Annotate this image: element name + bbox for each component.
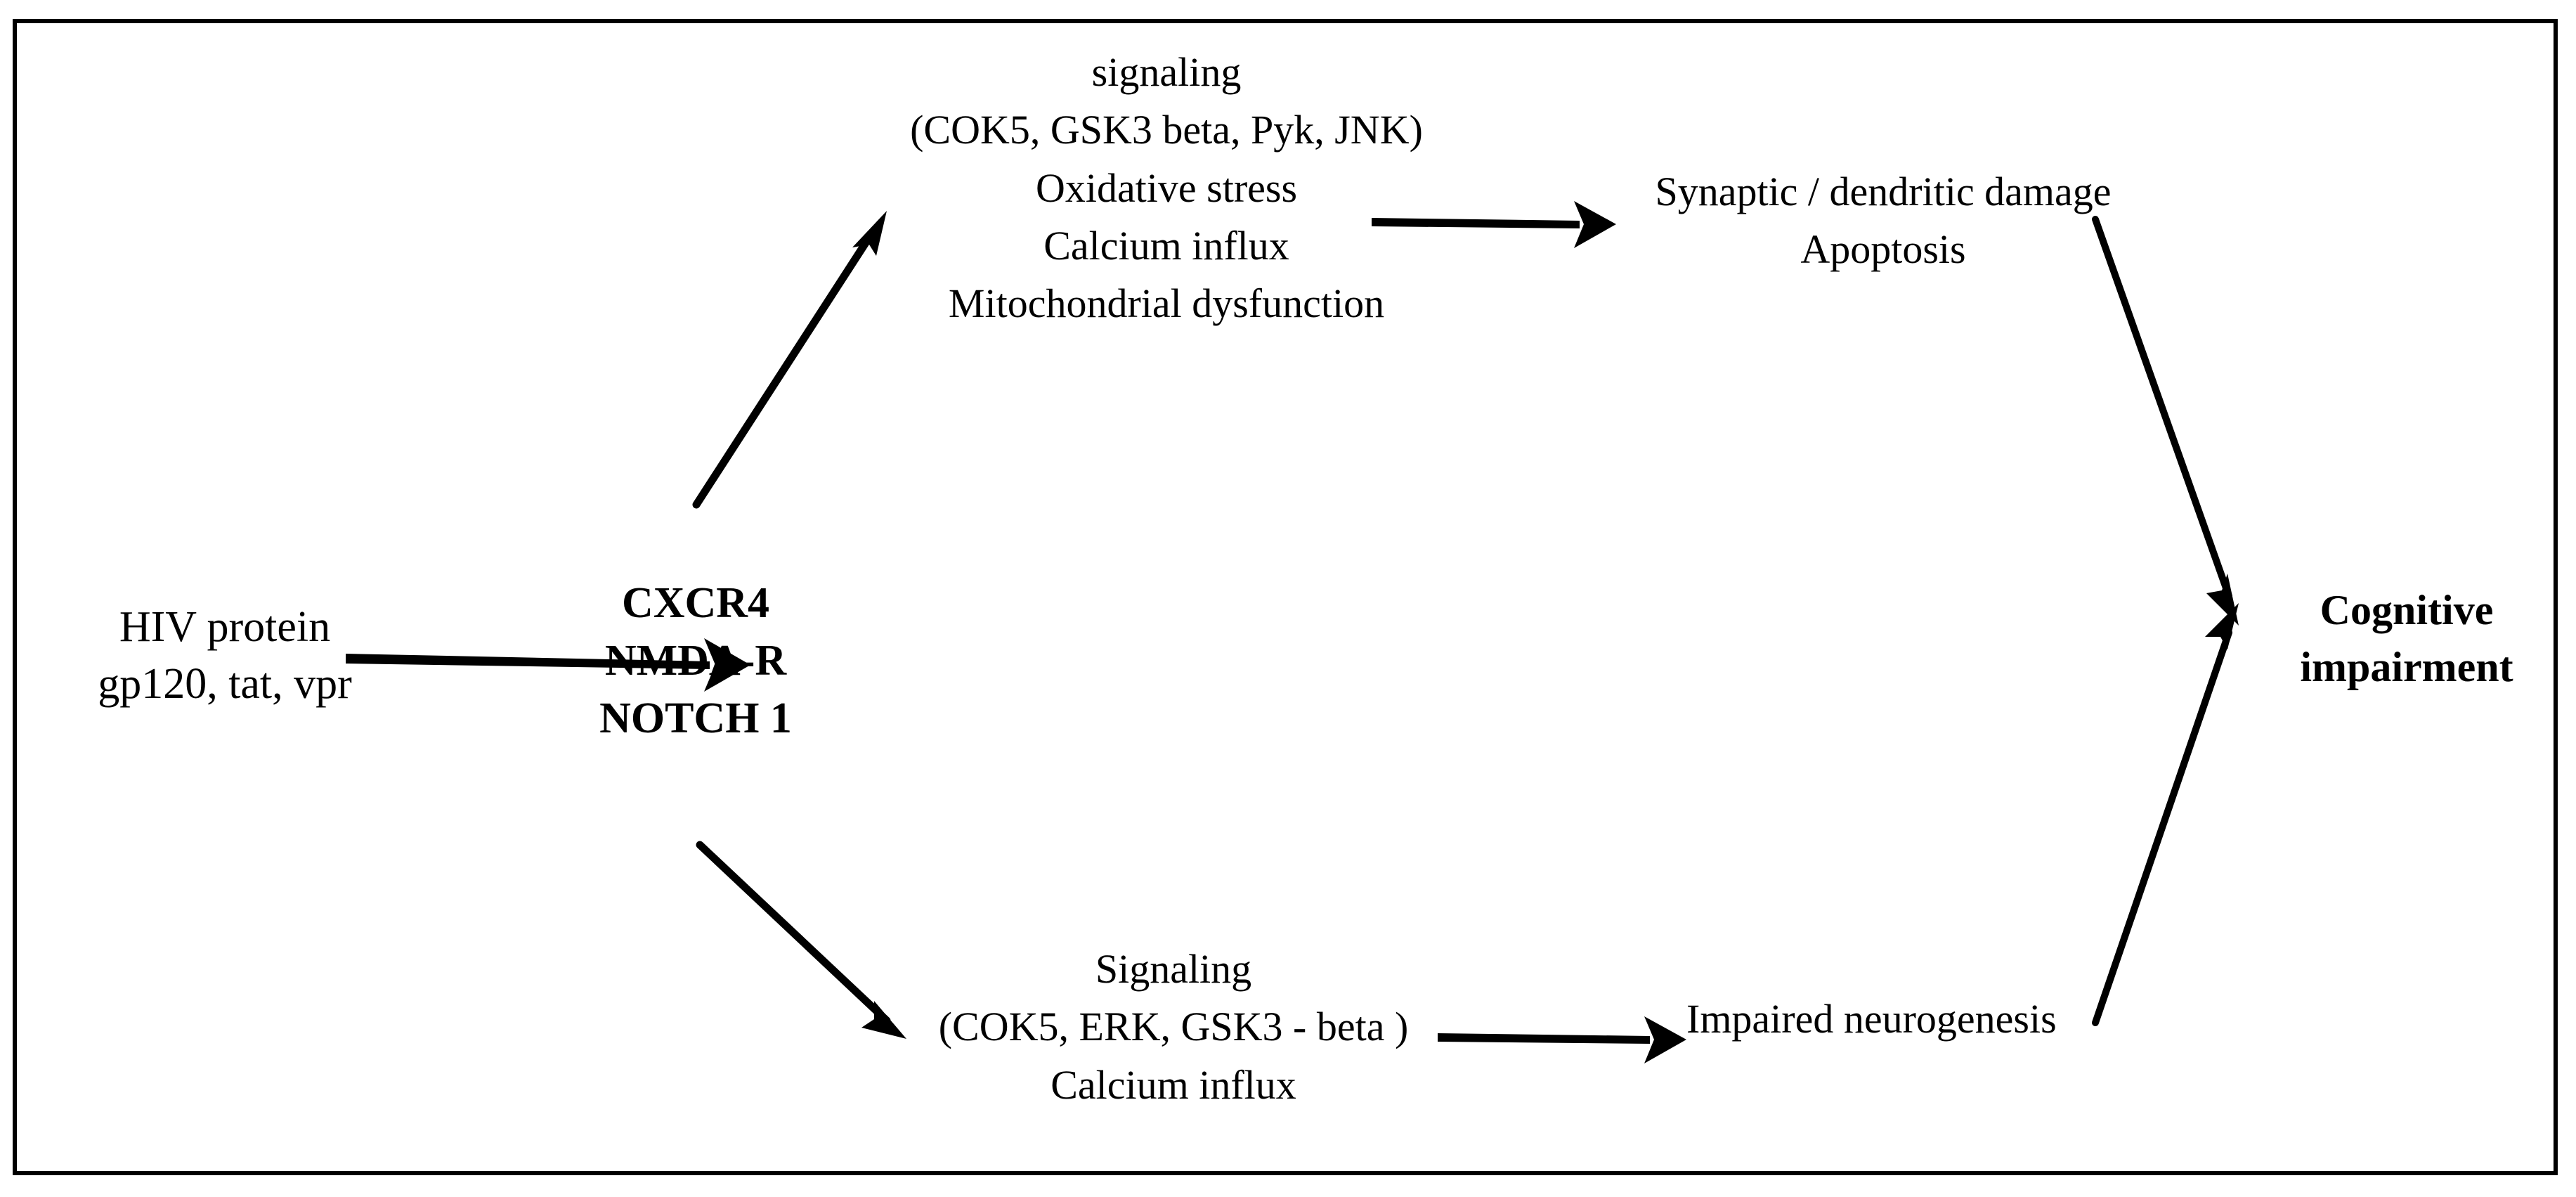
hiv-protein-line-1: HIV protein (119, 603, 331, 651)
receptor-hub-line-2: NMDA-R (604, 636, 787, 685)
lower-cascade-line-2: (COK5, ERK, GSK3 - beta ) (938, 1004, 1409, 1050)
node-cognitive-impairment: Cognitive impairment (2291, 582, 2523, 696)
hiv-protein-line-2: gp120, tat, vpr (98, 659, 352, 708)
receptor-hub-line-1: CXCR4 (621, 579, 770, 627)
receptor-hub-line-3: NOTCH 1 (599, 694, 792, 742)
node-hiv-protein: HIV protein gp120, tat, vpr (56, 599, 393, 712)
node-synaptic-damage: Synaptic / dendritic damage Apoptosis (1616, 163, 2150, 279)
synaptic-damage-line-2: Apoptosis (1800, 226, 1966, 273)
upper-cascade-line-5: Mitochondrial dysfunction (948, 280, 1385, 327)
diagram-border (13, 19, 2558, 1175)
impaired-neurogenesis-line-1: Impaired neurogenesis (1686, 996, 2057, 1042)
upper-cascade-line-2: (COK5, GSK3 beta, Pyk, JNK) (910, 107, 1423, 153)
lower-cascade-line-3: Calcium influx (1050, 1061, 1296, 1108)
synaptic-damage-line-1: Synaptic / dendritic damage (1655, 169, 2112, 214)
node-lower-cascade: Signaling (COK5, ERK, GSK3 - beta ) Calc… (871, 940, 1476, 1114)
upper-cascade-line-3: Oxidative stress (1035, 164, 1298, 211)
node-receptor-hub: CXCR4 NMDA-R NOTCH 1 (576, 575, 815, 747)
lower-cascade-line-1: Signaling (1095, 946, 1252, 992)
cognitive-impairment-line-1: Cognitive (2320, 587, 2494, 633)
cognitive-impairment-line-2: impairment (2300, 644, 2513, 690)
upper-cascade-line-4: Calcium influx (1043, 223, 1289, 269)
upper-cascade-line-1: signaling (1091, 49, 1242, 95)
node-upper-cascade: signaling (COK5, GSK3 beta, Pyk, JNK) Ox… (815, 44, 1518, 333)
node-impaired-neurogenesis: Impaired neurogenesis (1686, 992, 2150, 1045)
